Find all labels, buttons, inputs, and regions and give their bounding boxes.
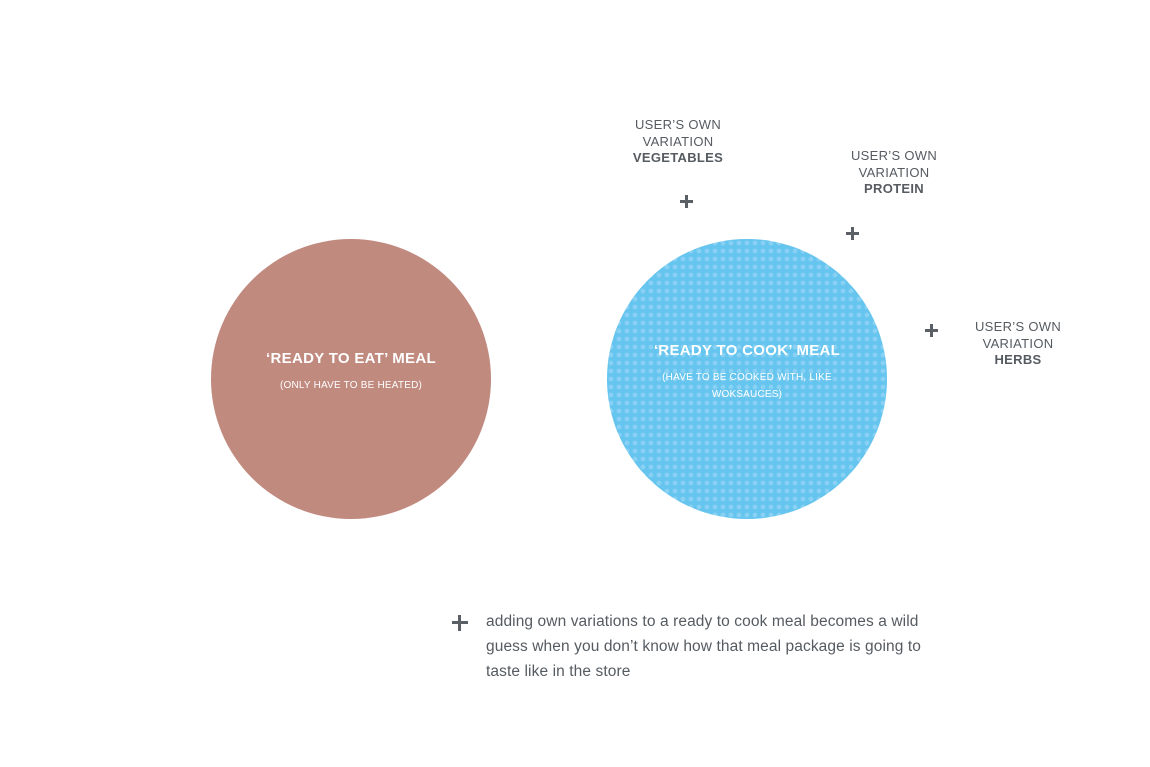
variation-item: PROTEIN	[864, 181, 924, 196]
ready-to-cook-circle: ‘READY TO COOK’ MEAL (HAVE TO BE COOKED …	[607, 239, 887, 519]
variation-line2: VARIATION	[858, 164, 930, 180]
variation-line2: VARIATION	[642, 133, 714, 149]
ready-to-eat-subtitle: (ONLY HAVE TO BE HEATED)	[279, 380, 423, 391]
variation-item: HERBS	[994, 352, 1042, 367]
plus-icon	[846, 227, 859, 240]
variation-vegetables: USER’S OWN VARIATION VEGETABLES	[613, 117, 743, 167]
note-text: adding own variations to a ready to cook…	[486, 613, 922, 680]
variation-line1: USER’S OWN	[634, 117, 722, 132]
ready-to-cook-title: ‘READY TO COOK’ MEAL	[653, 341, 841, 359]
variation-line1: USER’S OWN	[850, 148, 938, 163]
variation-protein: USER’S OWN VARIATION PROTEIN	[829, 148, 959, 198]
variation-herbs: USER’S OWN VARIATION HERBS	[953, 319, 1083, 369]
ready-to-eat-circle: ‘READY TO EAT’ MEAL (ONLY HAVE TO BE HEA…	[211, 239, 491, 519]
variation-item: VEGETABLES	[632, 150, 724, 165]
variation-line2: VARIATION	[982, 335, 1054, 351]
ready-to-cook-subtitle: (HAVE TO BE COOKED WITH, LIKE WOKSAUCES)	[662, 371, 832, 400]
plus-icon	[925, 324, 938, 337]
plus-icon	[452, 615, 468, 631]
ready-to-eat-title: ‘READY TO EAT’ MEAL	[266, 350, 436, 367]
plus-icon	[680, 195, 693, 208]
variation-line1: USER’S OWN	[974, 319, 1062, 334]
